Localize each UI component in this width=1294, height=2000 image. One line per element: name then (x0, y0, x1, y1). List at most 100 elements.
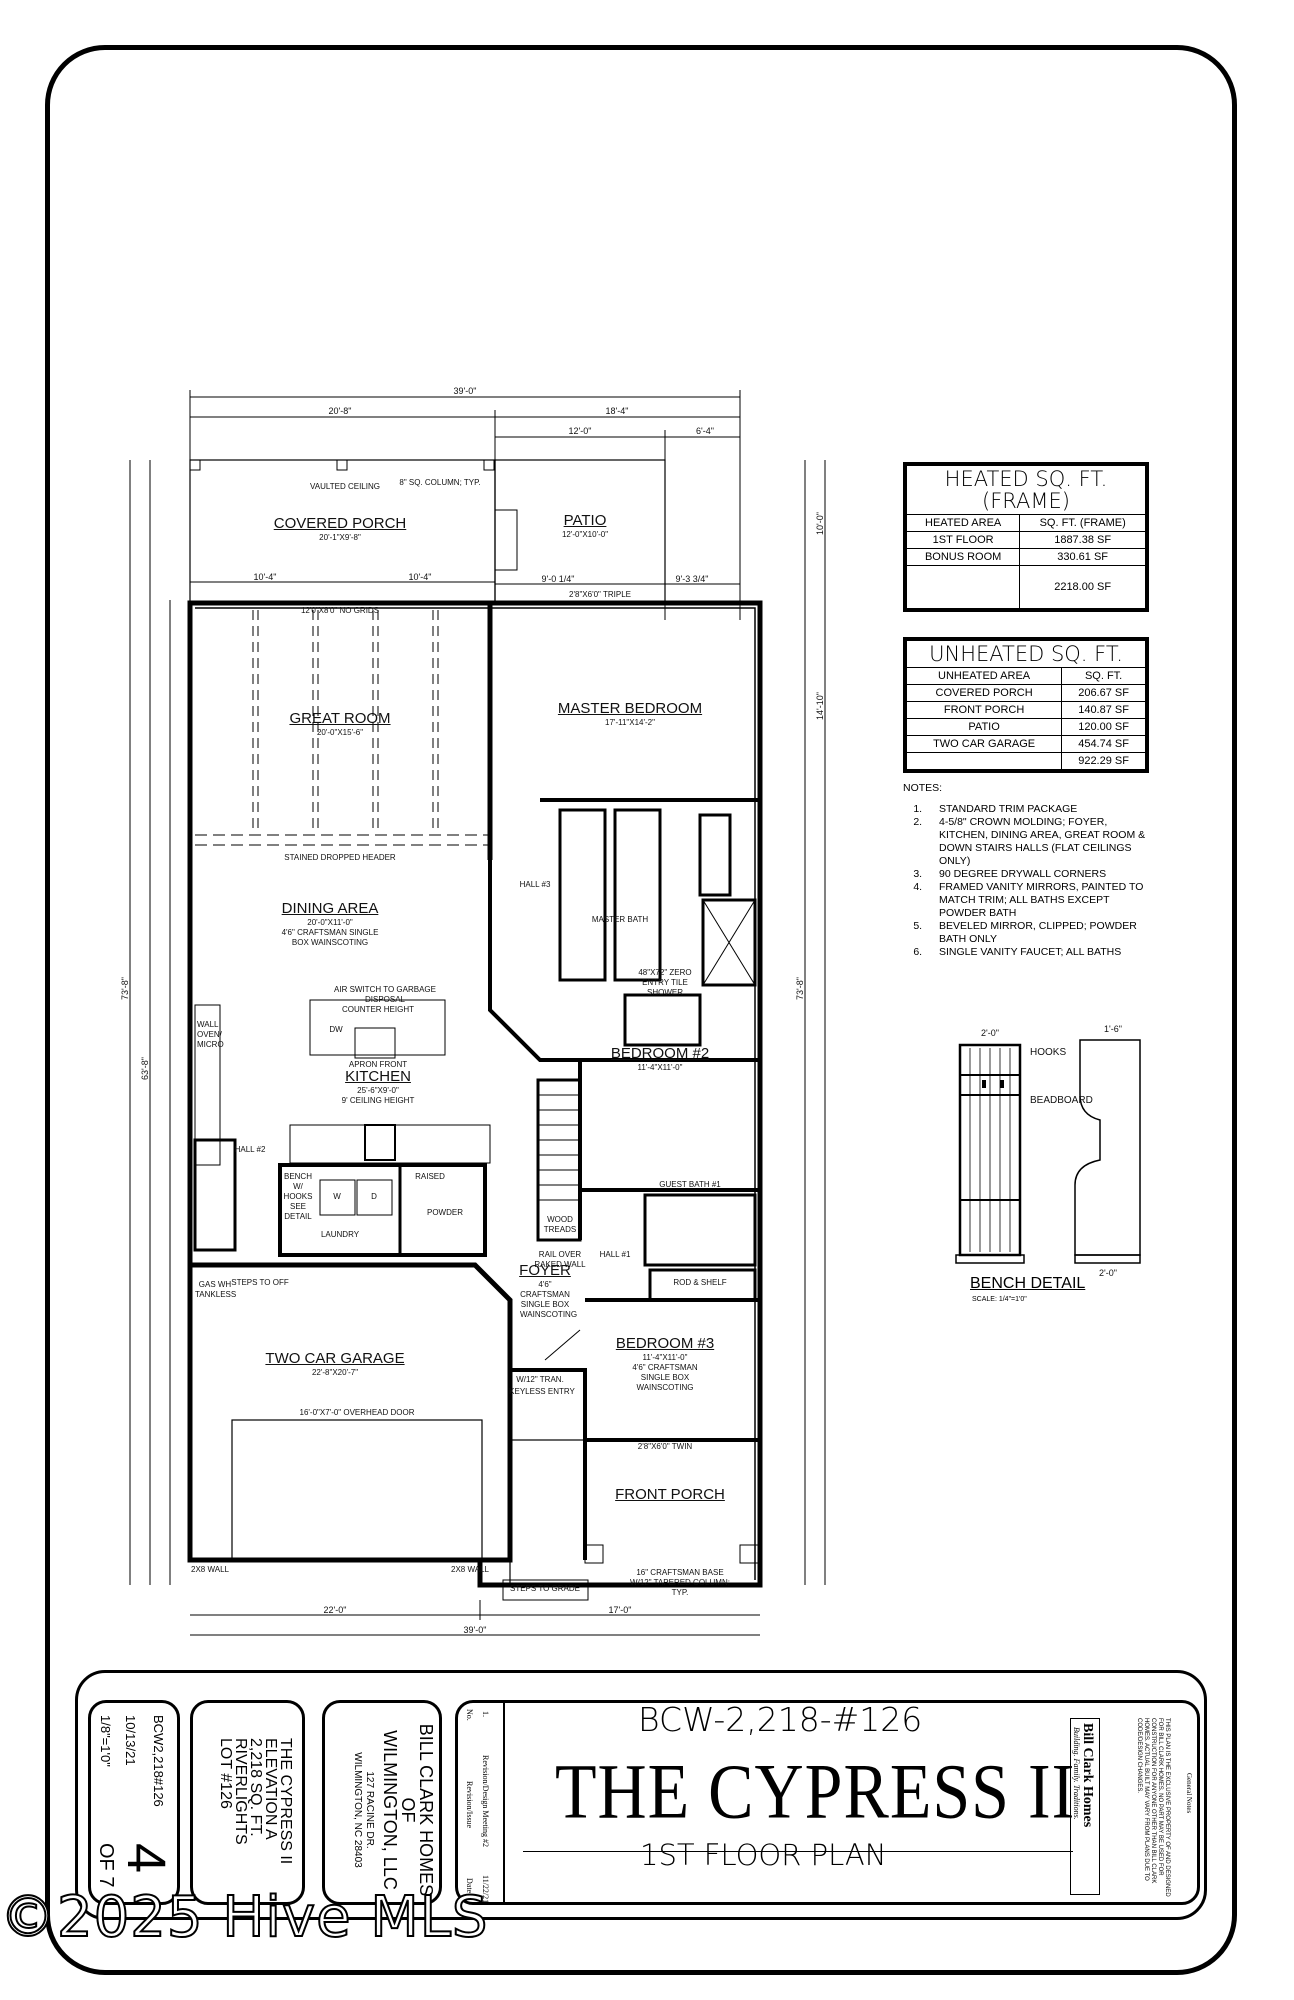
room-bedroom-2: BEDROOM #2 (610, 1045, 710, 1062)
dim-top-right: 18'-4" (605, 406, 629, 416)
logo-name: Bill Clark Homes (1080, 1723, 1095, 1828)
note-item: FRAMED VANITY MIRRORS, PAINTED TO MATCH … (925, 881, 1153, 920)
dim-bottom-overall: 39'-0" (463, 1625, 487, 1635)
firm-address-line: 127 RACINE DR. (364, 1771, 375, 1849)
room-great-room-size: 20'-0"X15'-6" (316, 728, 364, 737)
room-covered-porch: COVERED PORCH (273, 515, 407, 532)
room-foyer: FOYER (519, 1262, 571, 1279)
twin-window-note: 2'8"X6'0" TWIN (637, 1442, 693, 1451)
room-master-bedroom: MASTER BEDROOM (557, 700, 703, 717)
title-block-project-info: BCW2,218#126 10/13/21 1/8"=1'0" 4 OF 7 (88, 1700, 180, 1905)
drawing-sheet-border (45, 45, 1237, 1975)
sheet-of: OF 7 (95, 1843, 117, 1888)
project-name-line: ELEVATION A (262, 1738, 279, 1840)
firm-name-lines: BILL CLARK HOMES OF WILMINGTON, LLC 127 … (351, 1715, 436, 1905)
front-door-transom-note: W/12" TRAN. (516, 1375, 564, 1384)
bench-beadboard-label: BEADBOARD (1030, 1095, 1093, 1106)
room-foyer-note: 4'6" CRAFTSMAN SINGLE BOX WAINSCOTING (520, 1280, 578, 1319)
firm-name-line: WILMINGTON, LLC (380, 1730, 400, 1890)
plan-scale: 1/8"=1'0" (98, 1715, 113, 1767)
vaulted-ceiling-note: VAULTED CEILING (310, 482, 380, 491)
unheated-header-sqft: SQ. FT. (1061, 667, 1148, 685)
dim-bottom-right: 17'-0" (608, 1605, 632, 1615)
room-guest-bath: GUEST BATH #1 (659, 1180, 721, 1189)
dryer-label: D (371, 1192, 377, 1201)
title-block-main: No. Revision/Issue Date 1. Revision/Desi… (455, 1700, 1200, 1905)
title-block-project-name: THE CYPRESS II ELEVATION A 2,218 SQ. FT.… (190, 1700, 305, 1905)
plan-code-heading: BCW-2,218-#126 (638, 1700, 923, 1739)
triple-window-note: 2'8"X6'0" TRIPLE (569, 590, 631, 599)
steps-grade-note: STEPS TO GRADE (510, 1584, 580, 1593)
dim-porch-left: 10'-4" (253, 572, 277, 582)
steps-off-note: STEPS TO OFF (231, 1278, 289, 1287)
room-patio-size: 12'-0"X10'-0" (561, 530, 609, 539)
room-front-porch: FRONT PORCH (615, 1486, 725, 1503)
room-bedroom-3: BEDROOM #3 (615, 1335, 715, 1352)
general-notes-label: General Notes (1185, 1773, 1193, 1814)
keyless-entry-note: KEYLESS ENTRY (509, 1387, 575, 1396)
room-garage-size: 22'-8"X20'-7" (311, 1368, 359, 1377)
room-master-bedroom-size: 17'-11"X14'-2" (605, 718, 655, 727)
note-item: BEVELED MIRROR, CLIPPED; POWDER BATH ONL… (925, 920, 1153, 946)
bench-width-dim: 2'-0" (981, 1028, 999, 1038)
dishwasher-label: DW (329, 1025, 343, 1034)
bench-hooks-label: HOOKS (1030, 1047, 1067, 1058)
column-note: 8" SQ. COLUMN; TYP. (399, 478, 481, 487)
bench-detail-scale: SCALE: 1/4"=1'0" (972, 1296, 1027, 1303)
revision-no: 1. (481, 1711, 490, 1717)
bill-clark-logo: Bill Clark Homes Building. Family. Tradi… (1070, 1718, 1100, 1895)
heated-table-title: HEATED SQ. FT. (FRAME) (904, 463, 1148, 515)
shower-note: 48"X72" ZERO ENTRY TILE SHOWER (638, 968, 692, 997)
note-item: STANDARD TRIM PACKAGE (925, 803, 1153, 816)
dim-bottom-left: 22'-0" (323, 1605, 347, 1615)
unheated-total-value: 922.29 SF (1061, 752, 1148, 772)
room-dining-area: DINING AREA (281, 900, 379, 917)
unheated-row-value: 206.67 SF (1061, 684, 1148, 702)
dim-right-porch: 10'-0" (815, 512, 825, 535)
apron-front-note: APRON FRONT (348, 1060, 408, 1069)
dim-top-overall: 39'-0" (453, 386, 477, 396)
room-kitchen-note: 9' CEILING HEIGHT (341, 1096, 415, 1105)
room-kitchen: KITCHEN (345, 1068, 411, 1085)
dim-left-body: 63'-8" (140, 1057, 150, 1080)
unheated-row-label: PATIO (904, 718, 1063, 736)
note-item: SINGLE VANITY FAUCET; ALL BATHS (925, 946, 1153, 959)
revision-table: No. Revision/Issue Date 1. Revision/Desi… (458, 1703, 505, 1903)
unheated-row-label: TWO CAR GARAGE (904, 735, 1063, 753)
project-name-lines: THE CYPRESS II ELEVATION A 2,218 SQ. FT.… (217, 1738, 294, 1878)
bench-detail-title: BENCH DETAIL (970, 1275, 1086, 1292)
heated-total-label (904, 565, 1021, 611)
washer-label: W (333, 1192, 341, 1201)
craftsman-column-note: 16" CRAFTSMAN BASE W/12" TAPERED COLUMN;… (630, 1568, 730, 1597)
unheated-row-label: FRONT PORCH (904, 701, 1063, 719)
mls-watermark: ©2025 Hive MLS (0, 1884, 489, 1951)
heated-row-label: BONUS ROOM (904, 548, 1021, 566)
wall-2x8-left: 2X8 WALL (191, 1565, 229, 1574)
air-switch-note: AIR SWITCH TO GARBAGE DISPOSAL (334, 985, 436, 1004)
unheated-row-value: 120.00 SF (1061, 718, 1148, 736)
project-name-line: LOT #126 (217, 1738, 234, 1809)
dim-patio-left: 9'-0 1/4" (541, 574, 575, 584)
dim-right-overall: 73'-8" (795, 977, 805, 1000)
dim-top-patio: 12'-0" (568, 426, 592, 436)
revision-header-no: No. (465, 1709, 474, 1721)
bench-base-dim: 2'-0" (1099, 1268, 1117, 1278)
heated-header-area: HEATED AREA (904, 514, 1021, 532)
overhead-door-note: 16'-0"X7'-0" OVERHEAD DOOR (299, 1408, 415, 1417)
revision-header-desc: Revision/Issue (465, 1781, 474, 1829)
wall-oven-note: WALL OVEN/ MICRO (197, 1020, 224, 1049)
bench-note: BENCH W/ HOOKS SEE DETAIL (283, 1172, 313, 1221)
room-bedroom-3-size: 11'-4"X11'-0" (642, 1353, 688, 1362)
unheated-table-title: UNHEATED SQ. FT. (904, 638, 1148, 668)
room-master-bath: MASTER BATH (591, 915, 649, 924)
counter-height-note: COUNTER HEIGHT (342, 1005, 414, 1014)
sheet-number: 4 (116, 1843, 176, 1874)
heated-row-value: 330.61 SF (1019, 548, 1148, 566)
room-powder: POWDER (427, 1208, 463, 1217)
note-item: 90 DEGREE DRYWALL CORNERS (925, 868, 1153, 881)
room-bedroom-2-size: 11'-4"X11'-0" (637, 1063, 683, 1072)
room-laundry: LAUNDRY (320, 1230, 360, 1239)
firm-name-line: OF (398, 1797, 418, 1823)
